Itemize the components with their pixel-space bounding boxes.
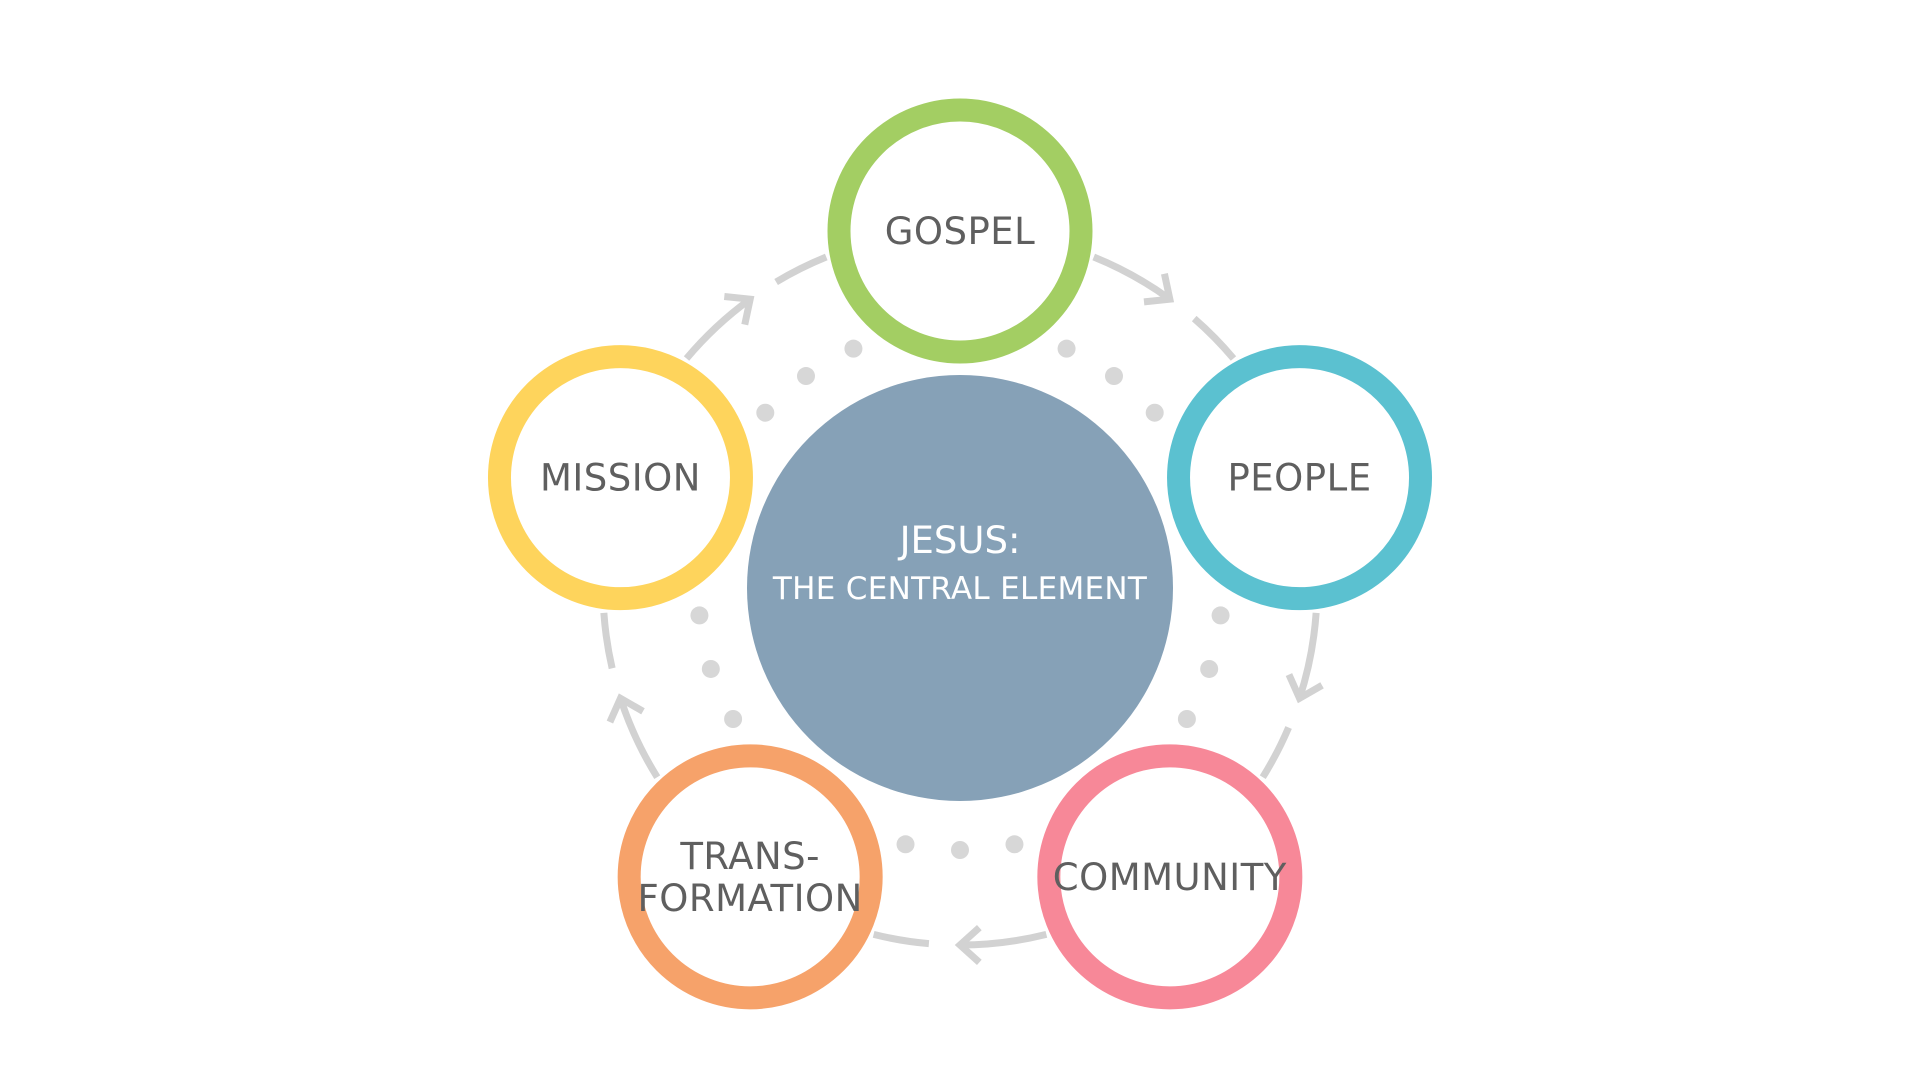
mission-label: MISSION — [540, 457, 701, 500]
node-gospel: GOSPEL — [827, 98, 1093, 364]
arrow-segment — [683, 296, 753, 361]
people-label: PEOPLE — [1227, 457, 1371, 500]
arrow-segment — [600, 612, 616, 670]
ring-dot — [1057, 339, 1076, 358]
node-people: PEOPLE — [1167, 345, 1433, 611]
gospel-label: GOSPEL — [885, 210, 1036, 253]
arrowhead-icon — [606, 693, 645, 724]
people-ring — [1167, 345, 1433, 611]
ring-dot — [1005, 835, 1024, 854]
ring-dot — [1211, 606, 1230, 625]
ring-dot — [1200, 659, 1219, 678]
center-title: JESUS: — [898, 519, 1021, 562]
community-label: COMMUNITY — [1053, 856, 1287, 899]
ring-dot — [1104, 367, 1123, 386]
transformation-label: TRANS- — [679, 835, 820, 878]
arrow-segment — [1296, 612, 1320, 700]
ring-dot — [756, 403, 775, 422]
ring-dot — [951, 841, 969, 859]
ring-dot — [797, 367, 816, 386]
node-transformation: TRANS-FORMATION — [617, 744, 883, 1010]
arrow-segment — [872, 930, 930, 948]
transformation-ring — [617, 744, 883, 1010]
arrow-segment — [1259, 726, 1292, 780]
community-ring — [1037, 744, 1303, 1010]
arrow-segment — [774, 253, 828, 285]
ring-dot — [690, 606, 709, 625]
ring-dot — [1145, 403, 1164, 422]
center-circle: JESUS: THE CENTRAL ELEMENT — [747, 375, 1173, 801]
cycle-arrows — [600, 253, 1324, 965]
arrowhead-icon — [1143, 273, 1175, 306]
cycle-nodes: GOSPEL PEOPLE COMMUNITY TRANS-FORMATION MISS… — [487, 98, 1433, 1010]
ring-dot — [896, 835, 915, 854]
mission-ring — [487, 345, 753, 611]
center-subtitle: THE CENTRAL ELEMENT — [772, 571, 1148, 607]
arrowhead-icon — [723, 292, 755, 326]
node-mission: MISSION — [487, 345, 753, 611]
arrow-segment — [1191, 315, 1237, 361]
arrow-segment — [1092, 253, 1172, 303]
ring-dot — [1177, 710, 1196, 728]
transformation-label: FORMATION — [638, 877, 863, 920]
ring-dot — [844, 339, 863, 358]
ring-dot — [701, 659, 720, 678]
node-community: COMMUNITY — [1037, 744, 1303, 1010]
arrowhead-icon — [1285, 673, 1324, 704]
ring-dot — [724, 710, 743, 728]
arrowhead-icon — [954, 925, 982, 965]
gospel-ring — [827, 98, 1093, 364]
